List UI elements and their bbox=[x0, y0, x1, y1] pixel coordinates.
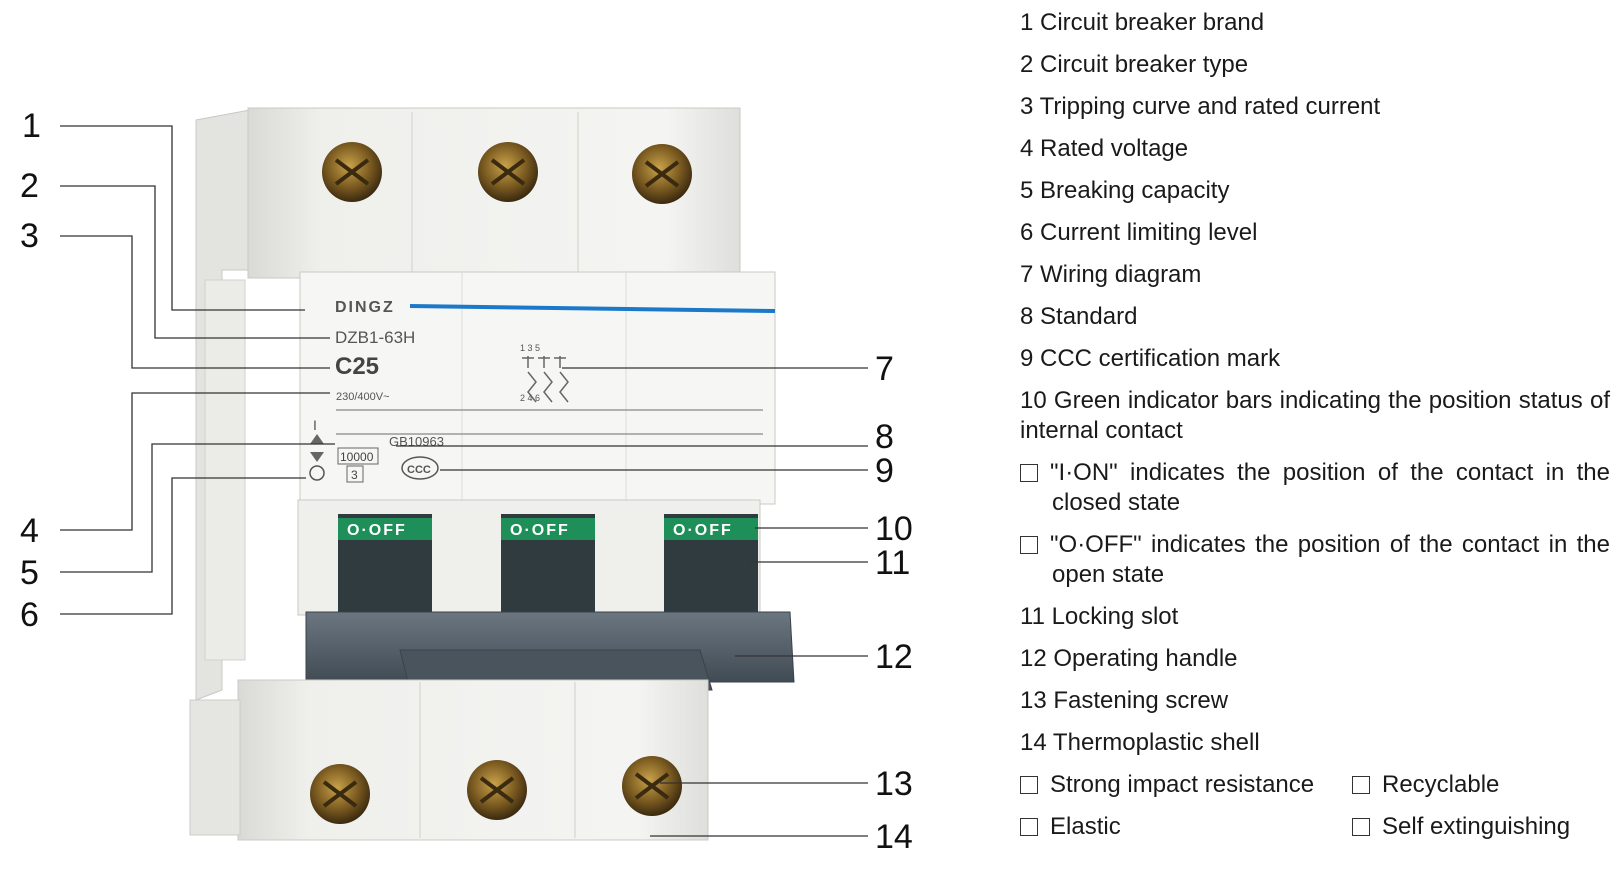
checkbox-icon bbox=[1020, 818, 1038, 836]
ccc-mark-text: CCC bbox=[407, 464, 431, 476]
circuit-breaker: DINGZ DZB1-63H C25 230/400V~ I 10000 3 G… bbox=[190, 108, 794, 840]
property-elastic-text: Elastic bbox=[1050, 813, 1121, 840]
legend-item-1: 1 Circuit breaker brand bbox=[1020, 8, 1264, 38]
callout-9: 9 bbox=[875, 452, 894, 490]
screw-icon bbox=[622, 756, 682, 816]
on-symbol: I bbox=[313, 417, 317, 433]
indicator-text: O·OFF bbox=[673, 522, 733, 539]
checkbox-icon bbox=[1020, 776, 1038, 794]
indicator-text: O·OFF bbox=[510, 522, 570, 539]
legend-item-13: 13 Fastening screw bbox=[1020, 686, 1228, 716]
callout-13: 13 bbox=[875, 765, 913, 803]
property-impact-text: Strong impact resistance bbox=[1050, 771, 1314, 798]
checkbox-icon bbox=[1020, 464, 1038, 482]
property-recyclable-text: Recyclable bbox=[1382, 771, 1499, 798]
property-recyclable: Recyclable bbox=[1352, 770, 1499, 800]
legend-item-4: 4 Rated voltage bbox=[1020, 134, 1188, 164]
checkbox-icon bbox=[1352, 818, 1370, 836]
legend-item-6: 6 Current limiting level bbox=[1020, 218, 1257, 248]
side-recess bbox=[205, 280, 245, 660]
callout-10: 10 bbox=[875, 510, 913, 548]
legend-sub-on-text: "I·ON" indicates the position of the con… bbox=[1050, 459, 1610, 516]
callout-4: 4 bbox=[20, 512, 39, 550]
property-elastic: Elastic bbox=[1020, 812, 1121, 842]
legend-item-7: 7 Wiring diagram bbox=[1020, 260, 1201, 290]
rating-label: C25 bbox=[335, 353, 379, 380]
checkbox-icon bbox=[1352, 776, 1370, 794]
callout-3: 3 bbox=[20, 217, 39, 255]
legend-item-14: 14 Thermoplastic shell bbox=[1020, 728, 1260, 758]
screw-icon bbox=[322, 142, 382, 202]
legend-item-8: 8 Standard bbox=[1020, 302, 1137, 332]
callout-12: 12 bbox=[875, 638, 913, 676]
property-impact: Strong impact resistance bbox=[1020, 770, 1314, 800]
screw-icon bbox=[467, 760, 527, 820]
callout-7: 7 bbox=[875, 350, 894, 388]
leader-4 bbox=[60, 393, 330, 530]
callout-2: 2 bbox=[20, 167, 39, 205]
screw-icon bbox=[478, 142, 538, 202]
callout-1: 1 bbox=[22, 107, 41, 145]
screw-icon bbox=[310, 764, 370, 824]
property-self-extinguishing: Self extinguishing bbox=[1352, 812, 1570, 842]
indicator-text: O·OFF bbox=[347, 522, 407, 539]
breaking-capacity-label: 10000 bbox=[340, 450, 374, 464]
operating-handle[interactable] bbox=[306, 612, 794, 690]
legend-item-12: 12 Operating handle bbox=[1020, 644, 1238, 674]
bottom-side bbox=[190, 700, 240, 835]
legend-item-9: 9 CCC certification mark bbox=[1020, 344, 1280, 374]
legend-item-2: 2 Circuit breaker type bbox=[1020, 50, 1248, 80]
legend-sub-on: "I·ON" indicates the position of the con… bbox=[1020, 458, 1610, 518]
legend-sub-off: "O·OFF" indicates the position of the co… bbox=[1020, 530, 1610, 590]
legend-item-11: 11 Locking slot bbox=[1020, 602, 1178, 632]
legend-sub-off-text: "O·OFF" indicates the position of the co… bbox=[1050, 531, 1610, 588]
terminal-numbers-top: 1 3 5 bbox=[520, 343, 540, 353]
toggle-pole-3[interactable]: O·OFF bbox=[664, 514, 758, 614]
callout-14: 14 bbox=[875, 818, 913, 856]
property-self-extinguishing-text: Self extinguishing bbox=[1382, 813, 1570, 840]
callout-6: 6 bbox=[20, 596, 39, 634]
leader-6 bbox=[60, 478, 306, 614]
legend-item-10: 10 Green indicator bars indicating the p… bbox=[1020, 386, 1610, 446]
callout-8: 8 bbox=[875, 418, 894, 456]
legend-item-3: 3 Tripping curve and rated current bbox=[1020, 92, 1380, 122]
checkbox-icon bbox=[1020, 536, 1038, 554]
standard-label: GB10963 bbox=[389, 434, 444, 449]
model-label: DZB1-63H bbox=[335, 328, 415, 347]
callout-11: 11 bbox=[875, 544, 910, 582]
legend-item-5: 5 Breaking capacity bbox=[1020, 176, 1229, 206]
brand-label: DINGZ bbox=[335, 299, 395, 316]
voltage-label: 230/400V~ bbox=[336, 391, 390, 403]
terminal-numbers-bottom: 2 4 6 bbox=[520, 393, 540, 403]
limiting-class-label: 3 bbox=[351, 468, 358, 482]
callout-5: 5 bbox=[20, 554, 39, 592]
screw-icon bbox=[632, 144, 692, 204]
toggle-pole-2[interactable]: O·OFF bbox=[501, 514, 595, 614]
toggle-pole-1[interactable]: O·OFF bbox=[338, 514, 432, 614]
